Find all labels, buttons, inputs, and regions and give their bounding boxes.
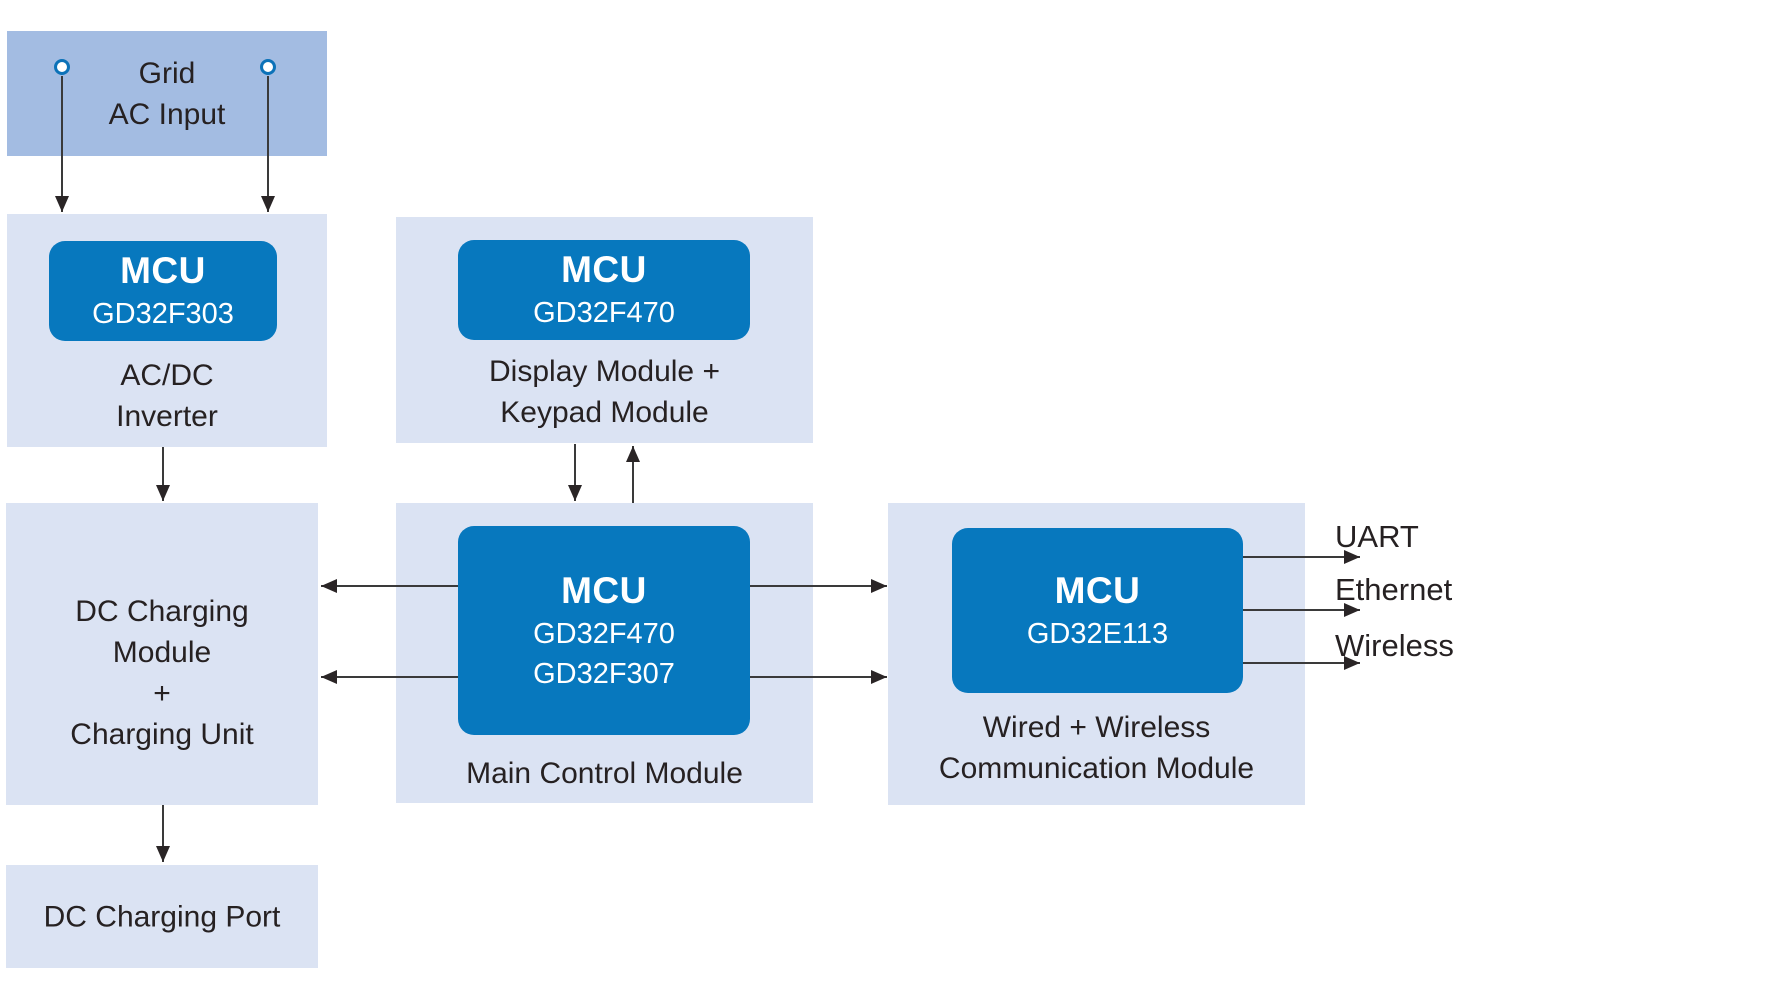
- display-mcu-part: GD32F470: [533, 297, 675, 329]
- grid-label-line2: AC Input: [108, 97, 226, 131]
- acdc-label-line1: AC/DC: [120, 359, 214, 392]
- grid-label-line1: Grid: [138, 56, 196, 90]
- dc-charging-port-box: DC Charging Port: [6, 865, 318, 968]
- dc-charging-module-box: DC Charging Module + Charging Unit: [6, 503, 318, 805]
- output-label-uart: UART: [1335, 519, 1419, 554]
- display-mcu-chip: MCU GD32F470: [458, 240, 750, 340]
- main-mcu-part1: GD32F470: [533, 617, 675, 650]
- output-label-wireless: Wireless: [1335, 628, 1454, 663]
- comm-label-line2: Communication Module: [938, 752, 1255, 785]
- display-label-line2: Keypad Module: [500, 396, 709, 429]
- grid-ac-input-box: Grid AC Input: [7, 31, 327, 156]
- output-label-ethernet: Ethernet: [1335, 572, 1453, 607]
- main-mcu-part2: GD32F307: [533, 657, 675, 690]
- comm-mcu-part: GD32E113: [1026, 617, 1169, 650]
- comm-mcu-chip: MCU GD32E113: [952, 528, 1243, 693]
- dc-charging-label-line4: Charging Unit: [70, 718, 254, 751]
- ac-terminal-left-icon: [54, 59, 70, 75]
- main-mcu-title: MCU: [561, 569, 647, 611]
- display-label-line1: Display Module +: [489, 355, 720, 388]
- dc-charging-label-line1: DC Charging: [75, 595, 249, 628]
- display-mcu-title: MCU: [561, 249, 647, 290]
- main-mcu-chip: MCU GD32F470 GD32F307: [458, 526, 750, 735]
- comm-label-line1: Wired + Wireless: [982, 711, 1211, 744]
- ac-terminal-right-icon: [260, 59, 276, 75]
- dc-charging-port-label: DC Charging Port: [43, 900, 281, 933]
- acdc-mcu-part: GD32F303: [92, 298, 234, 330]
- acdc-mcu-title: MCU: [120, 250, 206, 291]
- acdc-mcu-chip: MCU GD32F303: [49, 241, 277, 341]
- dc-charging-label-line3: +: [153, 677, 171, 710]
- main-control-label: Main Control Module: [466, 757, 743, 790]
- comm-mcu-title: MCU: [1054, 569, 1141, 611]
- acdc-label-line2: Inverter: [116, 400, 218, 433]
- dc-charging-label-line2: Module: [112, 636, 212, 669]
